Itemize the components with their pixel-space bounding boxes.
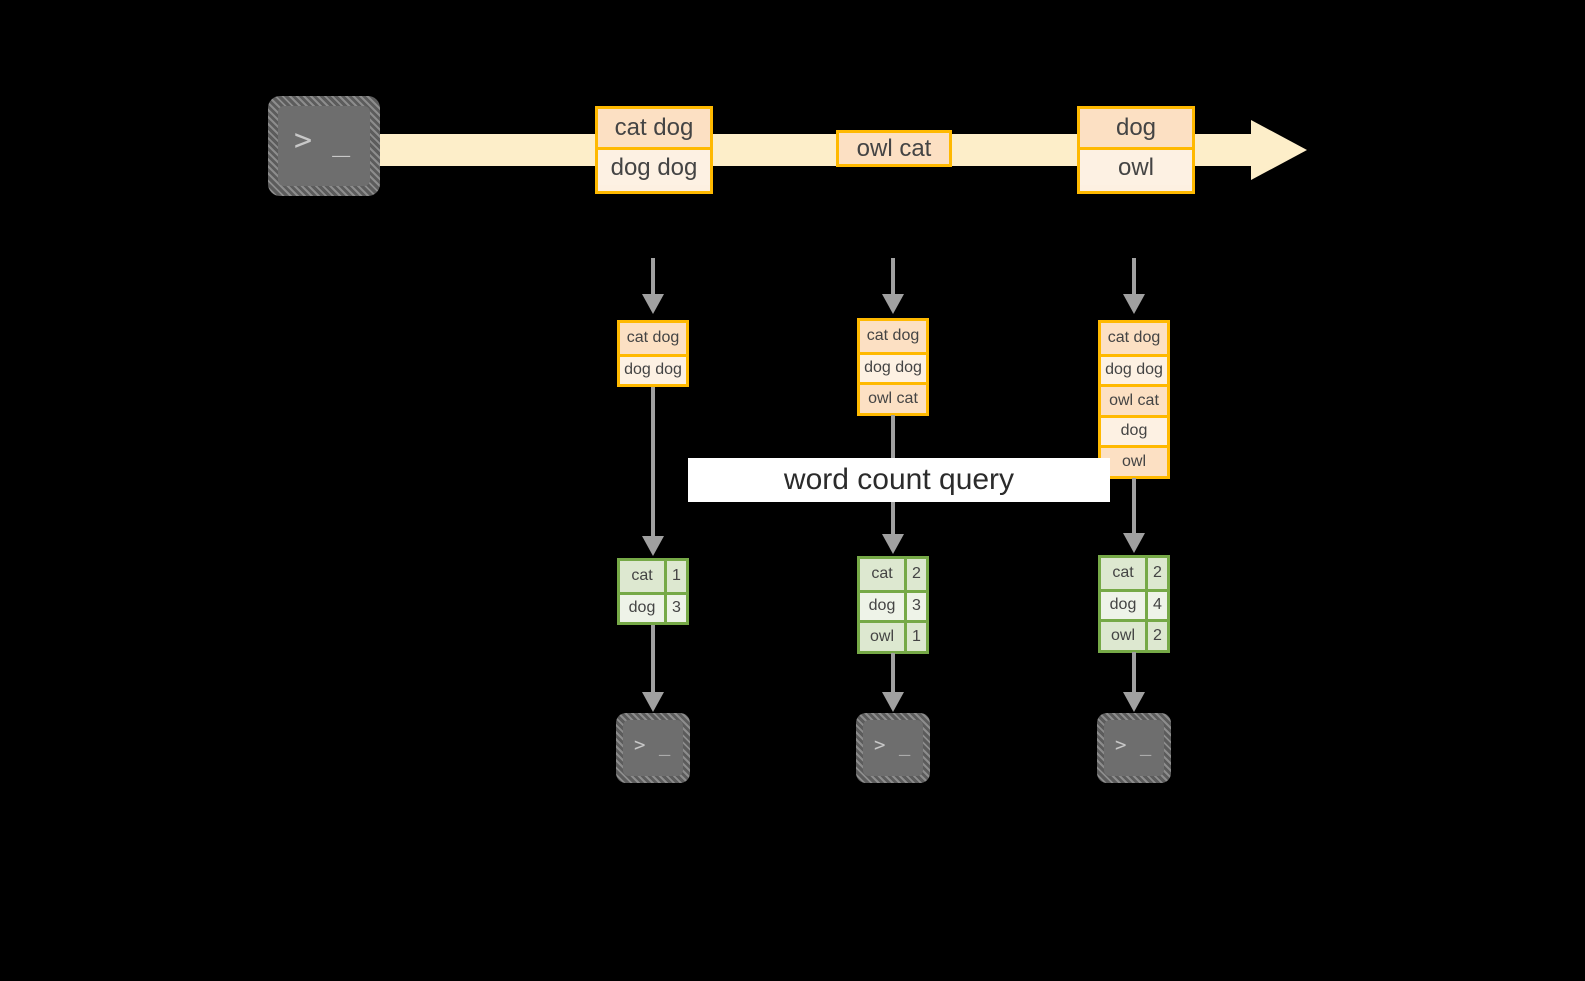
batch-1-input-table: cat dog dog dog bbox=[617, 320, 689, 387]
query-label: word count query bbox=[688, 458, 1110, 502]
terminal-icon: > _ bbox=[294, 123, 352, 158]
batch-2-result-table: cat 2 dog 3 owl 1 bbox=[857, 556, 929, 654]
batch-2-input-line: owl cat bbox=[860, 382, 926, 413]
result-count: 2 bbox=[1145, 622, 1167, 650]
batch-3-sink-connector bbox=[1132, 652, 1136, 695]
batch-1-sink-connector bbox=[651, 625, 655, 695]
batch-1-stream-connector bbox=[651, 258, 655, 296]
batch-2-input-line: cat dog bbox=[860, 321, 926, 352]
result-count: 2 bbox=[904, 559, 926, 590]
result-count: 3 bbox=[904, 592, 926, 620]
stream-message-line: owl cat bbox=[839, 133, 949, 164]
batch-2-input-line: dog dog bbox=[860, 351, 926, 382]
batch-3-input-line: cat dog bbox=[1101, 323, 1167, 354]
result-count: 1 bbox=[904, 623, 926, 651]
stream-timeline-arrowhead bbox=[1251, 120, 1307, 180]
batch-3-sink-terminal[interactable]: > _ bbox=[1097, 713, 1171, 783]
stream-message-1: cat dog dog dog bbox=[595, 106, 713, 194]
result-word: cat bbox=[620, 561, 664, 592]
table-row: owl 2 bbox=[1101, 619, 1167, 650]
result-word: dog bbox=[860, 592, 904, 620]
result-word: dog bbox=[1101, 591, 1145, 619]
terminal-icon: > _ bbox=[874, 734, 912, 756]
table-row: dog 4 bbox=[1101, 588, 1167, 619]
table-row: dog 3 bbox=[860, 589, 926, 620]
batch-3-query-connector bbox=[1132, 478, 1136, 536]
result-word: cat bbox=[860, 559, 904, 590]
batch-3-stream-connector-arrowhead bbox=[1123, 294, 1145, 314]
batch-2-stream-connector-arrowhead bbox=[882, 294, 904, 314]
terminal-icon: > _ bbox=[634, 734, 672, 756]
batch-3-input-line: owl cat bbox=[1101, 384, 1167, 415]
result-count: 4 bbox=[1145, 591, 1167, 619]
batch-1-input-line: cat dog bbox=[620, 323, 686, 354]
table-row: owl 1 bbox=[860, 620, 926, 651]
batch-1-query-connector-arrowhead bbox=[642, 536, 664, 556]
source-terminal-screen bbox=[278, 106, 370, 186]
table-row: cat 1 bbox=[620, 561, 686, 592]
query-label-text: word count query bbox=[783, 463, 1015, 496]
batch-1-query-connector bbox=[651, 387, 655, 539]
table-row: dog 3 bbox=[620, 591, 686, 622]
batch-1-sink-connector-arrowhead bbox=[642, 692, 664, 712]
batch-3-input-line: dog bbox=[1101, 414, 1167, 445]
source-terminal[interactable]: > _ bbox=[268, 96, 380, 196]
batch-3-sink-connector-arrowhead bbox=[1123, 692, 1145, 712]
stream-message-line: dog bbox=[1080, 109, 1192, 147]
result-count: 1 bbox=[664, 561, 686, 592]
batch-1-sink-terminal-screen bbox=[623, 720, 683, 776]
stream-message-2: owl cat bbox=[836, 130, 952, 167]
batch-2-sink-connector bbox=[891, 653, 895, 695]
result-word: owl bbox=[1101, 622, 1145, 650]
result-count: 2 bbox=[1145, 558, 1167, 589]
stream-message-line: cat dog bbox=[598, 109, 710, 147]
result-count: 3 bbox=[664, 594, 686, 622]
batch-3-stream-connector bbox=[1132, 258, 1136, 296]
batch-1-result-table: cat 1 dog 3 bbox=[617, 558, 689, 625]
batch-2-sink-terminal[interactable]: > _ bbox=[856, 713, 930, 783]
table-row: cat 2 bbox=[1101, 558, 1167, 589]
stream-message-line: dog dog bbox=[598, 147, 710, 185]
terminal-icon: > _ bbox=[1115, 734, 1153, 756]
batch-1-sink-terminal[interactable]: > _ bbox=[616, 713, 690, 783]
stream-message-line: owl bbox=[1080, 147, 1192, 185]
result-word: owl bbox=[860, 623, 904, 651]
batch-2-stream-connector bbox=[891, 258, 895, 296]
batch-3-result-table: cat 2 dog 4 owl 2 bbox=[1098, 555, 1170, 653]
batch-2-sink-connector-arrowhead bbox=[882, 692, 904, 712]
batch-3-input-line: owl bbox=[1101, 445, 1167, 476]
batch-3-query-connector-arrowhead bbox=[1123, 533, 1145, 553]
table-row: cat 2 bbox=[860, 559, 926, 590]
stream-message-3: dog owl bbox=[1077, 106, 1195, 194]
batch-3-input-line: dog dog bbox=[1101, 353, 1167, 384]
batch-3-sink-terminal-screen bbox=[1104, 720, 1164, 776]
batch-1-input-line: dog dog bbox=[620, 353, 686, 384]
result-word: cat bbox=[1101, 558, 1145, 589]
batch-2-input-table: cat dog dog dog owl cat bbox=[857, 318, 929, 416]
batch-1-stream-connector-arrowhead bbox=[642, 294, 664, 314]
result-word: dog bbox=[620, 594, 664, 622]
batch-3-input-table: cat dog dog dog owl cat dog owl bbox=[1098, 320, 1170, 479]
batch-2-sink-terminal-screen bbox=[863, 720, 923, 776]
batch-2-query-connector-arrowhead bbox=[882, 534, 904, 554]
